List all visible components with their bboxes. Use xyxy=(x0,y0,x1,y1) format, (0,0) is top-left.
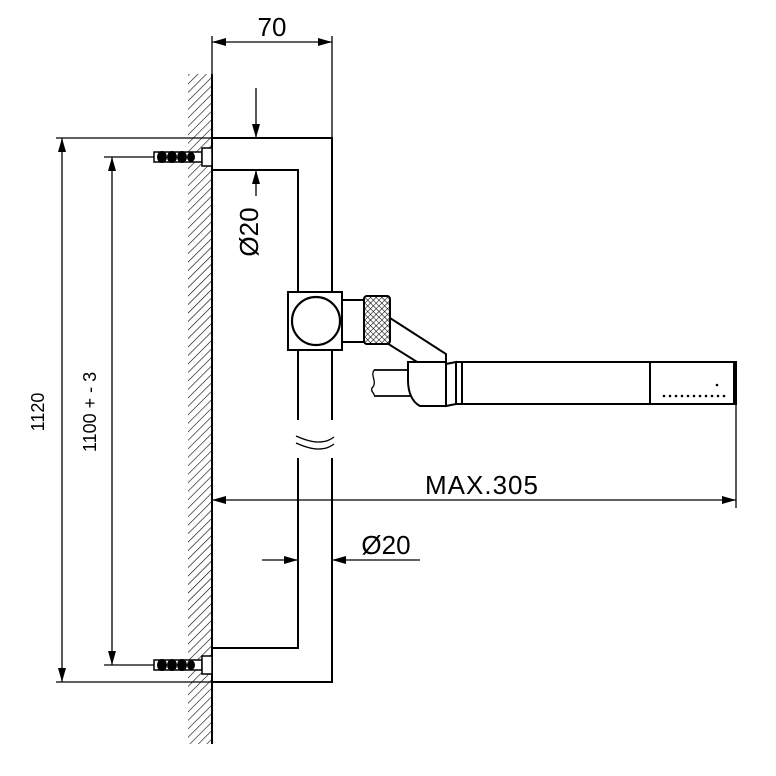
dimension-max-305-label: MAX.305 xyxy=(425,470,539,500)
dimension-1100: 1100 + - 3 xyxy=(80,156,154,666)
dimension-diameter-bottom: Ø20 xyxy=(262,530,420,564)
slide-bar xyxy=(295,346,335,632)
dimension-70-label: 70 xyxy=(258,12,287,42)
dimension-diameter-bottom-label: Ø20 xyxy=(361,530,410,560)
dimension-diameter-top: Ø20 xyxy=(234,88,264,257)
spray-nozzles xyxy=(662,383,726,398)
dimension-1120: 1120 xyxy=(28,137,212,683)
top-wall-bracket xyxy=(212,137,333,296)
dimension-diameter-top-label: Ø20 xyxy=(234,207,264,256)
top-wall-screw xyxy=(153,147,213,167)
wall xyxy=(188,74,213,744)
dimension-max-305: MAX.305 xyxy=(212,404,737,508)
bottom-wall-screw xyxy=(153,655,213,675)
dimension-1100-label: 1100 + - 3 xyxy=(80,372,100,452)
bottom-wall-bracket xyxy=(212,632,333,683)
knurled-nut xyxy=(363,295,391,345)
dimension-1120-label: 1120 xyxy=(28,393,48,432)
hand-shower xyxy=(445,360,737,408)
dimension-70: 70 xyxy=(211,12,333,138)
slider-clamp xyxy=(287,291,367,351)
